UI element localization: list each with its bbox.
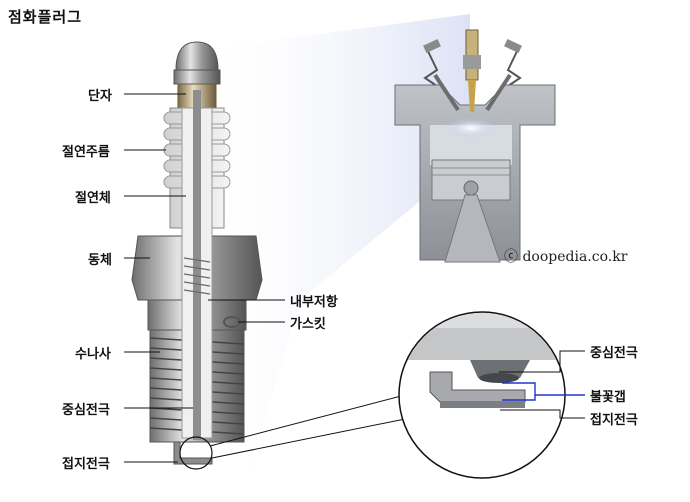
label-ground-electrode: 접지전극 bbox=[62, 457, 110, 472]
copyright-text: ⓒ doopedia.co.kr bbox=[504, 249, 628, 265]
detail-label-ground-electrode: 접지전극 bbox=[590, 413, 638, 428]
spark-plug-cutaway bbox=[131, 41, 263, 470]
label-center-electrode: 중심전극 bbox=[62, 403, 110, 418]
label-insulator: 절연체 bbox=[75, 191, 111, 206]
label-thread: 수나사 bbox=[75, 347, 111, 362]
label-insulator-ribs: 절연주름 bbox=[62, 145, 110, 160]
label-terminal: 단자 bbox=[88, 89, 112, 104]
engine-cutaway bbox=[394, 29, 556, 263]
label-internal-resistor: 내부저항 bbox=[290, 295, 338, 310]
projection-cone bbox=[215, 14, 470, 470]
label-shell: 동체 bbox=[88, 253, 112, 268]
label-gasket: 가스킷 bbox=[290, 317, 326, 332]
detail-label-center-electrode: 중심전극 bbox=[590, 346, 638, 361]
diagram-title: 점화플러그 bbox=[8, 8, 83, 26]
detail-label-spark-gap: 불꽃갭 bbox=[590, 390, 626, 405]
